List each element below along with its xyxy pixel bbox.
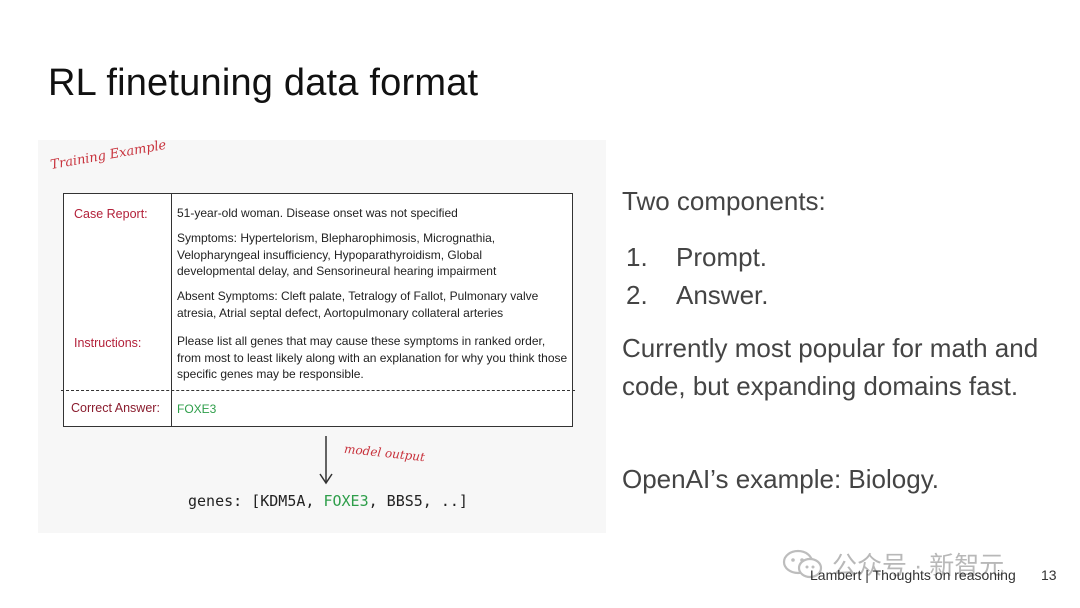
instructions-label: Instructions: [74,336,142,350]
down-arrow-icon [318,436,334,486]
genes-suffix: , BBS5, ..] [368,492,468,510]
slide-title: RL finetuning data format [48,62,479,104]
genes-output: genes: [KDM5A, FOXE3, BBS5, ..] [188,492,468,510]
table-divider-vertical [171,194,172,426]
symptoms-text: Symptoms: Hypertelorism, Blepharophimosi… [177,231,497,278]
list-item: 1. Prompt. [626,242,767,273]
case-report-label: Case Report: [74,207,148,221]
list-number: 2. [626,280,648,310]
openai-example-paragraph: OpenAI’s example: Biology. [622,464,939,494]
list-item: 2. Answer. [626,280,769,311]
instructions-text: Please list all genes that may cause the… [177,334,568,381]
correct-answer-value: FOXE3 [177,402,217,416]
list-number: 1. [626,242,648,272]
wechat-icon [782,549,823,579]
watermark: 公众号 · 新智元 [782,546,1004,582]
absent-symptoms-text: Absent Symptoms: Cleft palate, Tetralogy… [177,289,539,320]
genes-highlight: FOXE3 [323,492,369,510]
popularity-paragraph: Currently most popular for math and code… [622,333,1039,401]
training-example-table: Case Report: 51-year-old woman. Disease … [61,193,575,427]
slide-footer: Lambert | Thoughts on reasoning [810,567,1016,583]
correct-answer-label: Correct Answer: [71,401,160,415]
list-text: Answer. [676,280,769,310]
table-divider-dashed [61,390,575,391]
page-number: 13 [1041,567,1057,583]
genes-prefix: genes: [KDM5A, [188,492,324,510]
case-report-text: 51-year-old woman. Disease onset was not… [177,206,458,220]
watermark-text: 公众号 · 新智元 [832,552,1005,580]
list-text: Prompt. [676,242,768,272]
components-heading: Two components: [622,186,826,216]
